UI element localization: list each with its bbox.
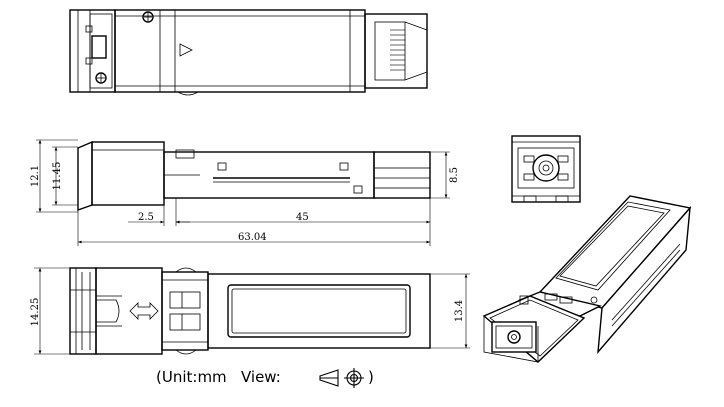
- dim-body-length: 45: [296, 212, 309, 223]
- bottom-view-dimensions: 14.25 13.4: [30, 267, 470, 355]
- caption-close-paren: ): [368, 368, 374, 386]
- side-view: [77, 140, 431, 211]
- connector-pins: [390, 29, 405, 71]
- bottom-view: [69, 267, 431, 355]
- dim-total-length: 63.04: [238, 232, 267, 243]
- dim-width-front: 14.25: [30, 298, 41, 327]
- view-projection-icon: [319, 368, 364, 388]
- isometric-view: [482, 195, 692, 363]
- side-view-dimensions: 12.1 11.45 8.5 2.5 45 63.04: [30, 139, 460, 246]
- end-view: [511, 135, 581, 203]
- top-view: [69, 9, 428, 96]
- caption-unit-text: (Unit:mm View:: [156, 368, 281, 386]
- double-arrow-icon: [129, 302, 159, 320]
- dim-height-outer: 12.1: [30, 165, 41, 187]
- dim-width-body: 13.4: [454, 300, 465, 322]
- dim-offset: 2.5: [138, 212, 154, 223]
- screw-icon: [142, 11, 154, 23]
- dim-body-height: 8.5: [449, 167, 460, 183]
- caption: (Unit:mm View: ): [156, 368, 374, 388]
- screw-icon: [95, 72, 107, 84]
- dim-height-inner: 11.45: [52, 162, 63, 191]
